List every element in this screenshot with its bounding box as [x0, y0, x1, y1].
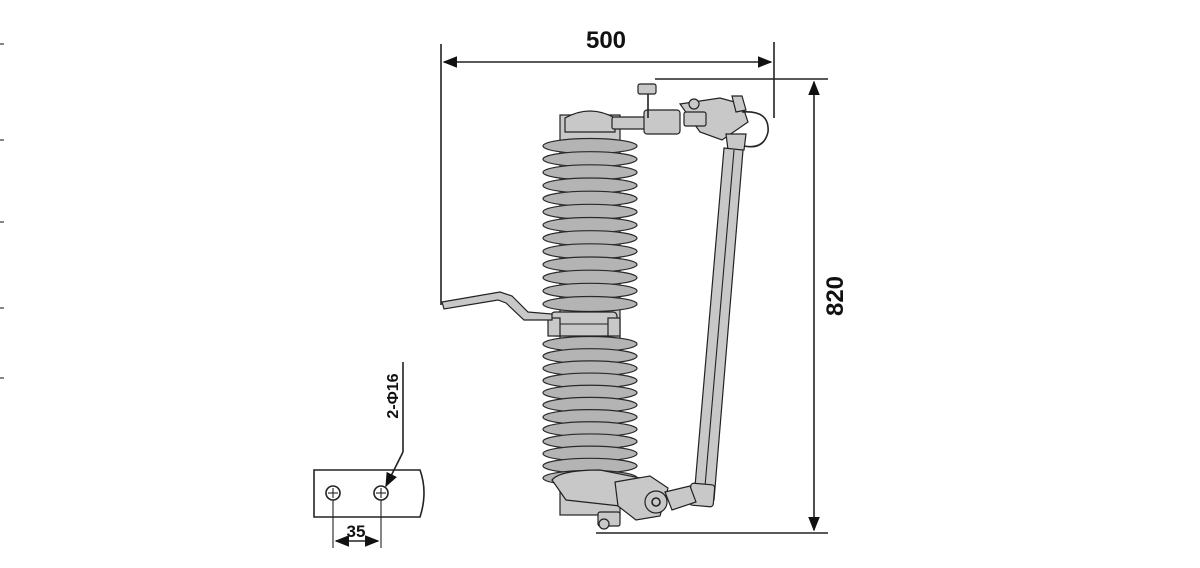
height-dimension-label: 820	[822, 276, 849, 316]
lower-shed-group	[542, 335, 638, 487]
bolt-hole	[325, 485, 341, 501]
upper-shed-group	[542, 137, 638, 313]
hole-spacing-label: 35	[347, 522, 366, 541]
mounting-clamp	[547, 311, 621, 337]
mounting-bracket-detail: 35 2-Φ16	[313, 362, 425, 548]
width-dimension-label: 500	[586, 27, 626, 54]
fuse-tube	[688, 147, 744, 508]
bottom-contact-assembly	[597, 475, 697, 530]
mounting-arm	[441, 291, 553, 321]
hole-spec-label: 2-Φ16	[385, 373, 402, 418]
insulator-shed	[542, 295, 638, 313]
left-edge-marks	[0, 43, 4, 379]
width-dimension: 500	[440, 27, 775, 305]
top-contact-assembly	[611, 83, 769, 151]
insulator	[542, 110, 649, 516]
height-dimension: 820	[596, 78, 849, 534]
bolt-hole	[373, 485, 389, 501]
